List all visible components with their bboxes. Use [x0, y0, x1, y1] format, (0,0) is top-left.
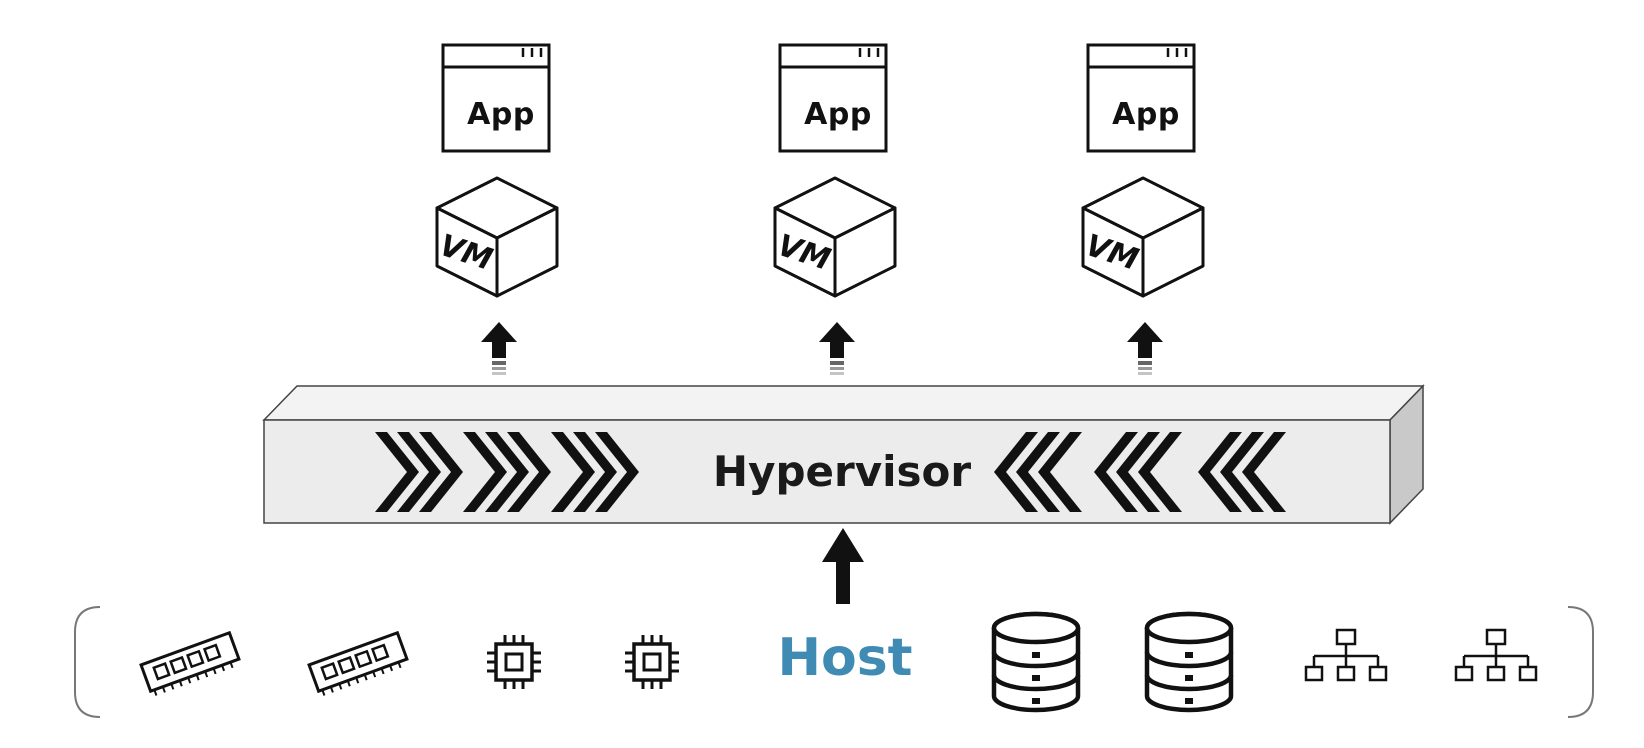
app-window-icon: [778, 43, 888, 153]
cpu-chip-icon: [487, 635, 541, 689]
network-icon: [1454, 628, 1538, 682]
app-label: App: [1112, 97, 1180, 132]
up-arrow-icon: [1127, 322, 1163, 375]
memory-module-icon: [139, 630, 241, 696]
vm-cube-icon: [435, 176, 559, 298]
app-window-icon: [1086, 43, 1196, 153]
hypervisor-label: Hypervisor: [712, 447, 972, 496]
up-arrow-icon: [822, 528, 864, 604]
up-arrow-icon: [481, 322, 517, 375]
vm-cube-icon: [773, 176, 897, 298]
app-label: App: [804, 97, 872, 132]
hypervisor-bar: [262, 384, 1425, 525]
app-window-icon: [441, 43, 551, 153]
cpu-chip-icon: [625, 635, 679, 689]
app-label: App: [467, 97, 535, 132]
vm-cube-icon: [1081, 176, 1205, 298]
host-bracket: [74, 606, 1594, 718]
host-label: Host: [777, 628, 913, 688]
database-icon: [1144, 611, 1234, 713]
network-icon: [1304, 628, 1388, 682]
up-arrow-icon: [819, 322, 855, 375]
memory-module-icon: [307, 630, 409, 696]
database-icon: [991, 611, 1081, 713]
